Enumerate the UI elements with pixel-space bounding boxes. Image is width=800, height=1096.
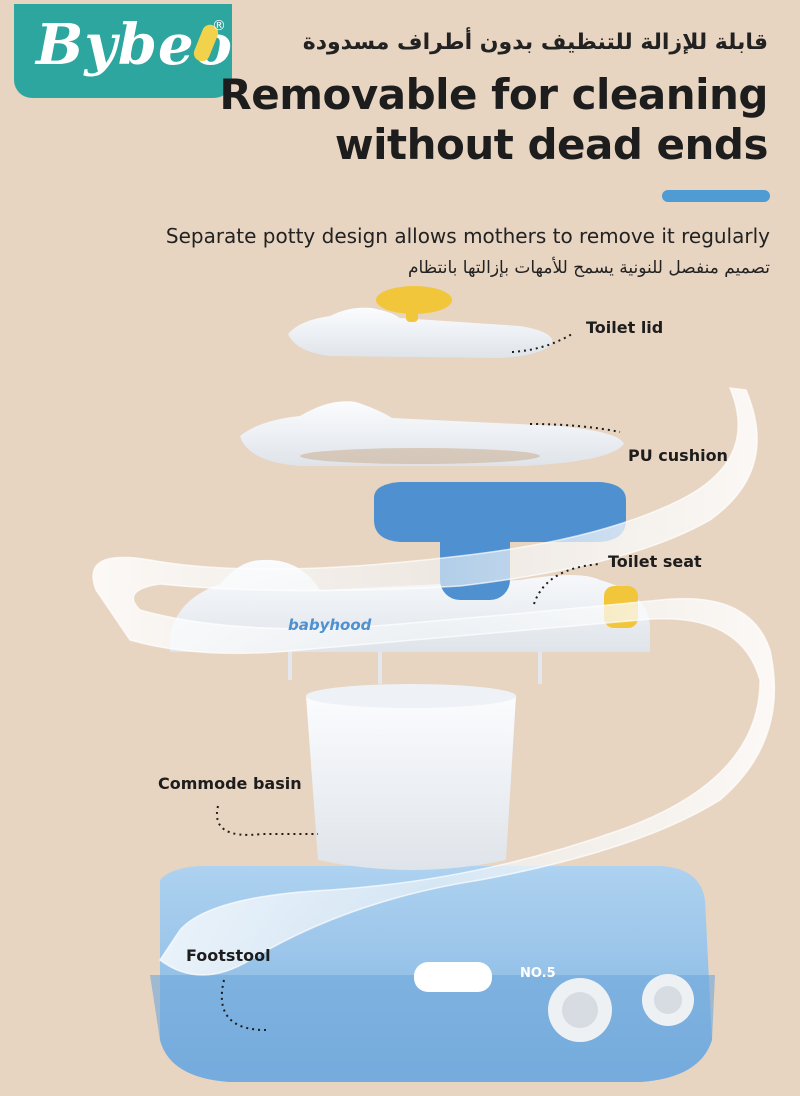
callout-pu-cushion: PU cushion — [628, 446, 728, 465]
footstool-part — [150, 866, 715, 1082]
footstool-mark: NO.5 — [520, 966, 556, 981]
seat-brand-mark: babyhood — [288, 616, 372, 634]
title-line-2: without dead ends — [334, 120, 769, 169]
toilet-lid-part — [288, 286, 553, 358]
description-en: Separate potty design allows mothers to … — [165, 224, 770, 248]
callout-leaders — [215, 333, 621, 1031]
commode-basin-part — [306, 684, 516, 870]
callout-toilet-seat: Toilet seat — [608, 552, 702, 571]
description-ar: تصميم منفصل للنونية يسمح للأمهات بإزالته… — [407, 258, 770, 278]
registered-mark: ® — [212, 18, 226, 34]
accent-divider — [662, 190, 770, 202]
callout-commode-basin: Commode basin — [158, 774, 302, 793]
arabic-title: قابلة للإزالة للتنظيف بدون أطراف مسدودة — [302, 30, 768, 55]
title-line-1: Removable for cleaning — [219, 70, 768, 119]
callout-footstool: Footstool — [186, 946, 271, 965]
callout-toilet-lid: Toilet lid — [586, 318, 664, 337]
water-ribbon — [92, 387, 776, 976]
pu-cushion-part — [240, 401, 624, 466]
page-title: Removable for cleaning without dead ends — [208, 70, 768, 170]
brand-logo: Bybeo ® — [14, 4, 232, 98]
